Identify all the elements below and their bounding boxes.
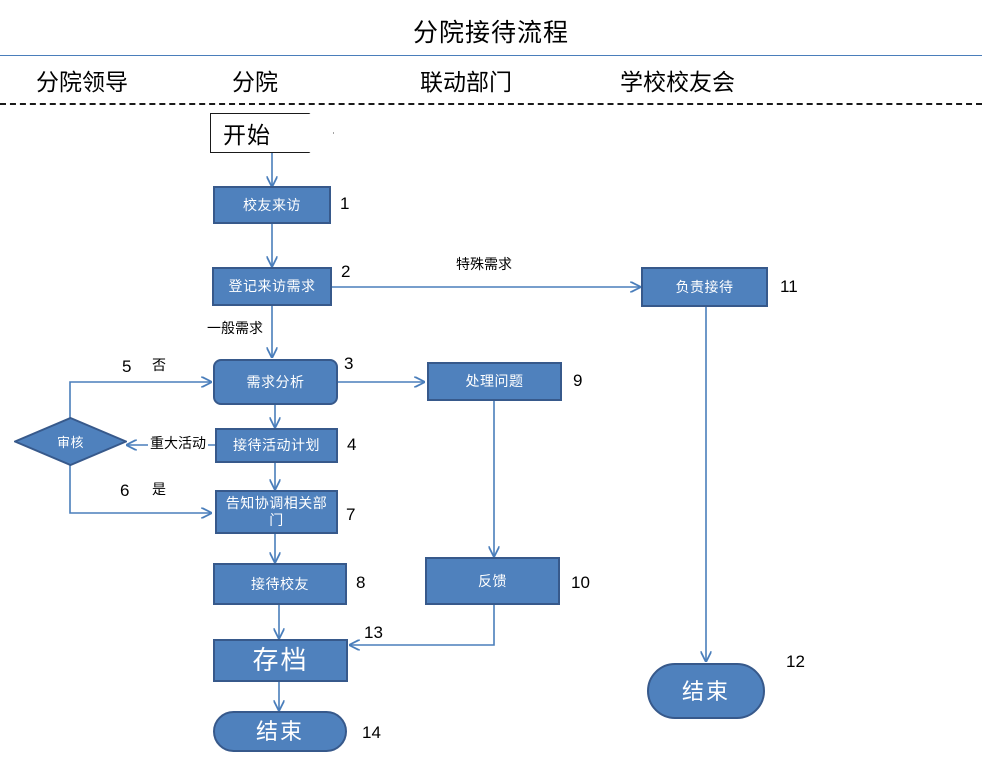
lane-label-joint-dept: 联动部门 xyxy=(420,69,512,95)
edge-label-special-demand: 特殊需求 xyxy=(454,256,514,273)
node-register-demand-label: 登记来访需求 xyxy=(228,278,316,294)
node-reception-plan[interactable]: 接待活动计划 xyxy=(215,428,338,463)
node-archive[interactable]: 存档 xyxy=(213,639,348,682)
node-notify-departments-label: 告知协调相关部门 xyxy=(225,495,328,528)
node-number-3: 3 xyxy=(344,354,354,373)
node-responsible-reception-label: 负责接待 xyxy=(675,278,734,295)
node-number-8: 8 xyxy=(356,573,366,592)
edge-label-general-demand: 一般需求 xyxy=(205,320,265,337)
node-reception-plan-label: 接待活动计划 xyxy=(233,437,320,453)
node-responsible-reception[interactable]: 负责接待 xyxy=(641,267,768,307)
node-feedback[interactable]: 反馈 xyxy=(425,557,560,605)
node-demand-analysis[interactable]: 需求分析 xyxy=(213,359,338,405)
node-receive-alumni-label: 接待校友 xyxy=(251,575,309,592)
node-alumni-visit-label: 校友来访 xyxy=(243,196,301,213)
diamond-shape xyxy=(14,417,127,466)
lane-label-branch-leader: 分院领导 xyxy=(36,69,128,95)
node-number-5: 5 xyxy=(122,357,132,376)
node-archive-label: 存档 xyxy=(252,645,309,675)
node-start-label: 开始 xyxy=(223,122,271,148)
node-number-9: 9 xyxy=(573,371,583,390)
node-register-demand[interactable]: 登记来访需求 xyxy=(212,267,332,306)
node-number-12: 12 xyxy=(786,652,805,671)
node-number-13: 13 xyxy=(364,623,383,642)
lane-label-alumni-assoc: 学校校友会 xyxy=(620,69,735,95)
node-receive-alumni[interactable]: 接待校友 xyxy=(213,563,347,605)
node-handle-issue[interactable]: 处理问题 xyxy=(427,362,562,401)
node-handle-issue-label: 处理问题 xyxy=(465,373,524,389)
edge-label-yes: 是 xyxy=(150,481,168,498)
node-number-14: 14 xyxy=(362,723,381,742)
node-end-right-label: 结束 xyxy=(681,678,730,704)
node-feedback-label: 反馈 xyxy=(478,572,507,589)
node-number-1: 1 xyxy=(340,194,350,213)
header-divider-solid xyxy=(0,55,982,56)
lane-divider-dashed xyxy=(0,103,982,105)
node-end-bottom-label: 结束 xyxy=(255,719,304,744)
node-review-decision[interactable]: 审核 xyxy=(14,417,127,466)
node-alumni-visit[interactable]: 校友来访 xyxy=(213,186,331,224)
edge-label-major-event: 重大活动 xyxy=(148,435,208,452)
node-demand-analysis-label: 需求分析 xyxy=(246,373,305,390)
lane-label-branch: 分院 xyxy=(232,69,278,95)
node-end-bottom[interactable]: 结束 xyxy=(213,711,347,752)
node-start[interactable]: 开始 xyxy=(210,113,334,153)
node-end-right[interactable]: 结束 xyxy=(647,663,765,719)
edge-label-no: 否 xyxy=(150,357,168,374)
node-number-6: 6 xyxy=(120,481,130,500)
node-number-2: 2 xyxy=(341,262,351,281)
node-number-7: 7 xyxy=(346,505,356,524)
node-review-decision-label: 审核 xyxy=(56,435,84,450)
node-number-4: 4 xyxy=(347,435,357,454)
page-title: 分院接待流程 xyxy=(412,19,569,47)
node-notify-departments[interactable]: 告知协调相关部门 xyxy=(215,490,338,534)
node-number-10: 10 xyxy=(571,573,590,592)
node-number-11: 11 xyxy=(780,277,798,296)
